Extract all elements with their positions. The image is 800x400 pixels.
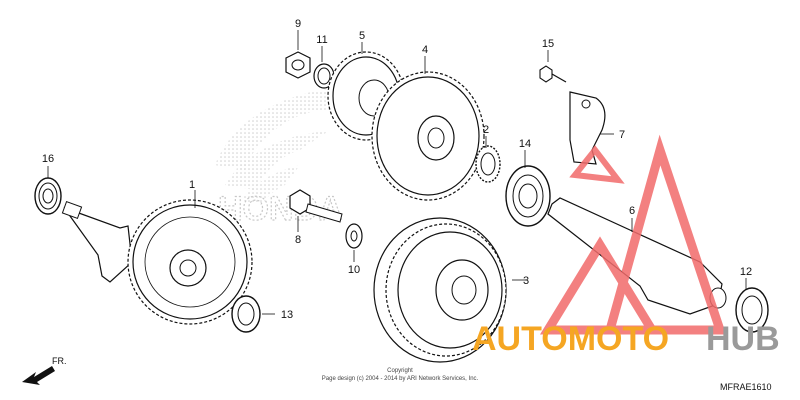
callout-3: 3 xyxy=(523,275,529,287)
copyright-title: Copyright xyxy=(387,368,413,374)
copyright-text: Page design (c) 2004 - 2014 by ARI Netwo… xyxy=(322,376,479,382)
callout-5: 5 xyxy=(359,30,365,42)
callout-4: 4 xyxy=(422,44,428,56)
part-2-needle-bearing xyxy=(475,145,501,183)
part-14-bearing xyxy=(505,165,551,227)
callout-6: 6 xyxy=(629,205,635,217)
callout-10: 10 xyxy=(348,264,360,276)
diagram-code: MFRAE1610 xyxy=(720,382,772,392)
part-16-bearing xyxy=(34,177,62,215)
part-8-bolt xyxy=(289,189,343,223)
callout-11: 11 xyxy=(316,34,327,46)
callout-7: 7 xyxy=(619,129,625,141)
front-label: FR. xyxy=(52,356,67,366)
callout-16: 16 xyxy=(42,153,54,165)
part-12-bearing xyxy=(735,287,769,333)
part-1-primary-shaft xyxy=(61,199,253,325)
callout-1: 1 xyxy=(189,179,195,191)
callout-13: 13 xyxy=(281,309,293,321)
callout-14: 14 xyxy=(519,138,531,150)
watermark-logo xyxy=(539,134,727,335)
part-11-washer xyxy=(313,63,335,89)
part-13-bearing xyxy=(231,295,261,333)
watermark-text-gray: HUB xyxy=(706,320,780,358)
callout-8: 8 xyxy=(295,234,301,246)
callout-12: 12 xyxy=(740,266,752,278)
part-4-gear xyxy=(371,71,485,201)
callout-15: 15 xyxy=(542,38,554,50)
part-10-washer xyxy=(345,223,363,249)
part-9-nut xyxy=(285,51,311,79)
callout-9: 9 xyxy=(295,18,301,30)
watermark-text-orange: AUTOMOTO xyxy=(472,320,669,358)
part-15-bolt xyxy=(539,65,567,83)
part-3-gear-assembly xyxy=(373,217,507,363)
callout-2: 2 xyxy=(483,124,489,136)
part-7-bracket xyxy=(569,91,606,165)
front-arrow-icon xyxy=(22,366,55,385)
